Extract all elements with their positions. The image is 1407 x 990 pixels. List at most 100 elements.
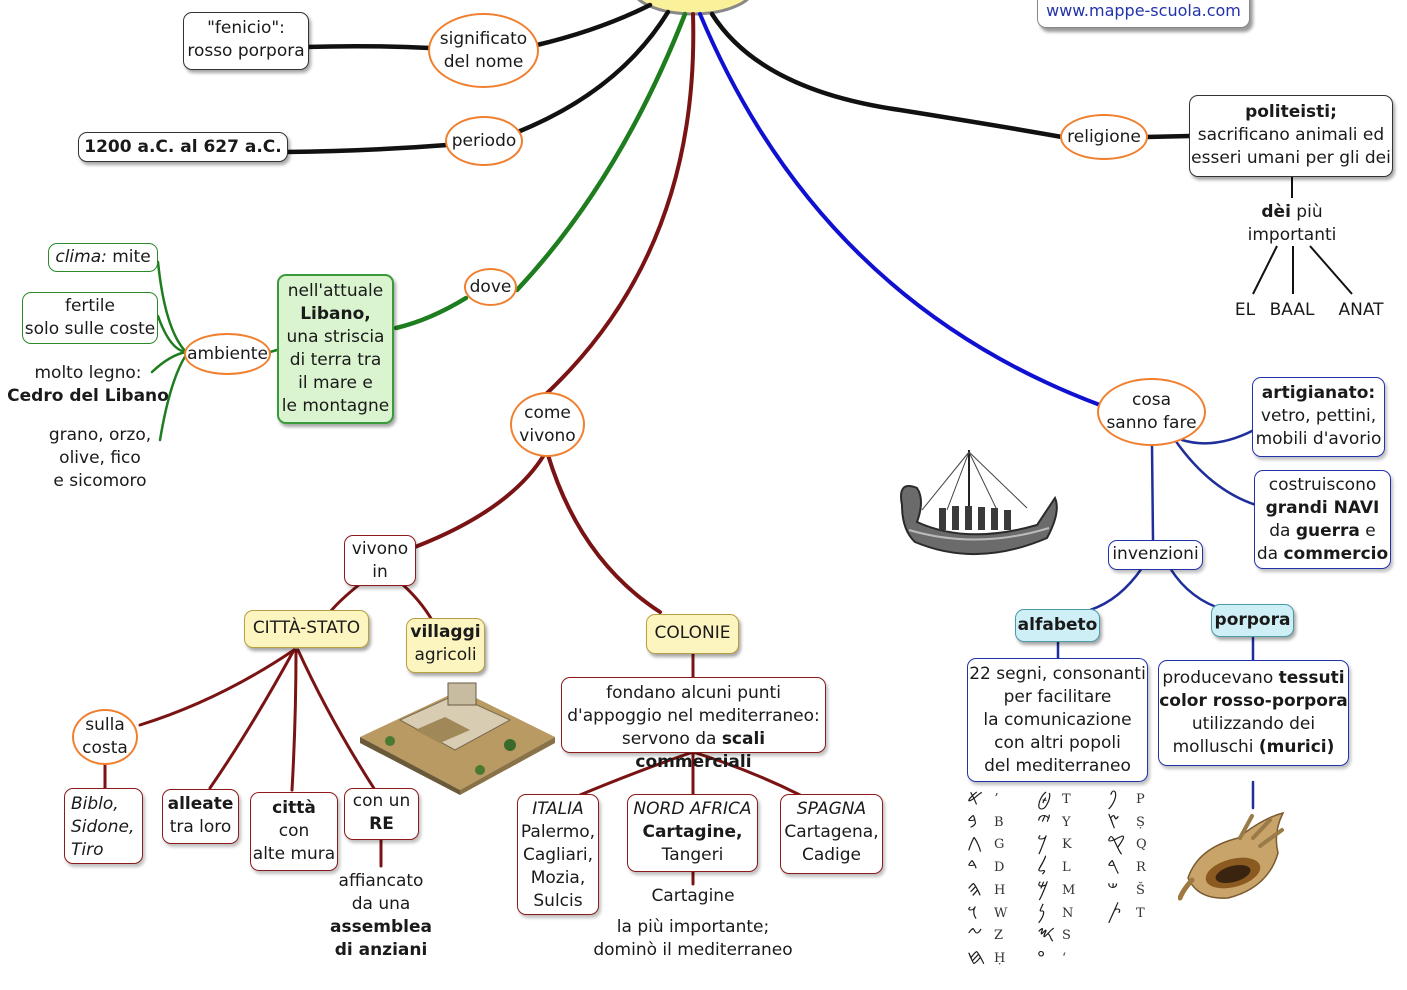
politeisti-line1: politeisti; [1245,102,1337,122]
node-religione: religione [1060,114,1148,160]
come-vivono-line2: vivono [519,425,576,446]
tessuti-line3: utilizzando dei [1191,714,1316,734]
phoenician-letter: 𐤂 [967,831,983,857]
node-politeisti: politeisti; sacrificano animali ed esser… [1189,95,1393,177]
citta-mura-line1: città [272,798,316,818]
nord-africa-title: NORD AFRICA [633,799,752,819]
sulla-costa-line1: sulla [85,715,125,735]
segni-line4: con altri popoli [994,733,1121,753]
node-invenzioni: invenzioni [1108,540,1203,570]
navi-line4a: da [1256,544,1284,564]
affiancato-line4: di anziani [334,940,428,960]
artigianato-line3: mobili d'avorio [1255,429,1382,449]
clima-label: clima: [55,247,107,267]
node-navi: costruiscono grandi NAVI da guerra e da … [1254,470,1391,569]
con-un-re-line2: RE [369,814,394,834]
fondano-line2: d'appoggio nel mediterraneo: [567,706,820,726]
libano-line4: di terra tra [289,350,382,370]
fertile-line2: solo sulle coste [24,319,156,339]
village-illustration [360,682,555,795]
phoenician-letter: 𐤉 [1037,808,1052,834]
node-libano: nell'attuale Libano, una striscia di ter… [277,274,394,424]
segni-line3: la comunicazione [983,710,1132,730]
tessuti-line1a: producevano [1162,668,1279,688]
navi-line2: grandi NAVI [1265,498,1380,518]
node-alfabeto: alfabeto [1015,609,1100,642]
phoenician-letter: 𐤃 [967,854,978,880]
come-vivono-line1: come [524,402,571,423]
node-italia: ITALIA Palermo, Cagliari, Mozia, Sulcis [517,794,599,915]
latin-equivalent: M [1062,882,1076,898]
navi-line3a: da [1269,521,1296,541]
latin-equivalent: Y [1062,814,1071,830]
latin-equivalent: T [1062,792,1071,807]
node-nord-africa: NORD AFRICA Cartagine, Tangeri [627,794,758,872]
node-dove: dove [464,268,517,306]
italia-title: ITALIA [532,799,584,819]
vivono-in-line2: in [372,562,388,582]
dove-label: dove [469,276,512,297]
ship-illustration [900,450,1058,555]
murex-shell-illustration [1178,811,1285,901]
dei-bold: dèi [1261,202,1291,222]
segni-line1: 22 segni, consonanti [969,664,1146,684]
node-sulla-costa: sulla costa [72,709,138,765]
phoenician-letter: 𐤏 [1037,944,1046,970]
node-segni: 22 segni, consonanti per facilitare la c… [967,658,1148,782]
politeisti-line2: sacrificano animali ed [1197,125,1385,145]
phoenician-letter: 𐤁 [967,808,978,834]
cartagine-line2: la più importante; [616,917,770,937]
politeisti-line3: esseri umani per gli dei [1191,148,1391,168]
libano-line1: nell'attuale [287,281,384,301]
biblo-line1: Biblo, [71,794,119,814]
phoenician-letter: 𐤑 [1107,808,1120,834]
node-porpora: porpora [1211,604,1294,637]
phoenician-letter: 𐤄 [967,876,982,902]
fertile-line1: fertile [64,296,115,316]
significato-line2: del nome [443,51,524,72]
tessuti-line2: color rosso-porpora [1159,691,1348,711]
phoenician-letter: 𐤅 [967,899,978,925]
node-citta-stato: CITTÀ-STATO [244,610,369,648]
libano-line3: una striscia [286,327,385,347]
phoenician-letter: 𐤎 [1037,922,1056,948]
node-citta-mura: città con alte mura [250,792,338,871]
latin-equivalent: ʼ [994,792,999,807]
nord-africa-line2: Tangeri [661,845,724,865]
fondano-line1: fondano alcuni punti [606,683,781,703]
italia-line3: Mozia, [530,868,586,888]
node-cartagine: Cartagine la più importante; dominò il m… [590,885,796,962]
ambiente-label: ambiente [187,343,268,364]
clima-value: mite [106,247,151,267]
node-periodo-date: 1200 a.C. al 627 a.C. [78,132,288,162]
node-artigianato: artigianato: vetro, pettini, mobili d'av… [1252,377,1385,457]
node-affiancato: affiancato da una assemblea di anziani [316,870,446,962]
religione-label: religione [1067,126,1141,147]
cartagine-line3: dominò il mediterraneo [593,940,793,960]
phoenician-letter: 𐤈 [1037,786,1052,811]
latin-equivalent: Z [994,928,1004,944]
italia-line1: Palermo, [520,822,596,842]
periodo-label: periodo [451,130,517,151]
site-label[interactable]: www.mappe-scuola.com [1037,0,1250,28]
node-colonie: COLONIE [646,614,739,654]
tessuti-line4a: molluschi [1172,737,1259,757]
latin-equivalent: N [1062,905,1074,921]
navi-line4b: commercio [1283,544,1389,564]
latin-equivalent: P [1136,792,1145,807]
grano-line2: olive, fico [59,448,141,468]
tessuti-line4b: (murici) [1258,737,1335,757]
latin-equivalent: G [994,837,1005,853]
node-vivono-in: vivono in [344,535,416,586]
navi-line1: costruiscono [1268,475,1377,495]
alleate-line1: alleate [167,794,234,814]
phoenician-letter: 𐤀 [967,786,984,811]
fenicio-line1: "fenicio": [207,18,285,38]
villaggi-line1: villaggi [410,622,481,642]
node-legno: molto legno: Cedro del Libano [4,362,172,408]
italia-line4: Sulcis [533,891,583,911]
node-dei: dèi più importanti [1232,201,1352,247]
phoenician-letter: 𐤒 [1107,831,1126,857]
